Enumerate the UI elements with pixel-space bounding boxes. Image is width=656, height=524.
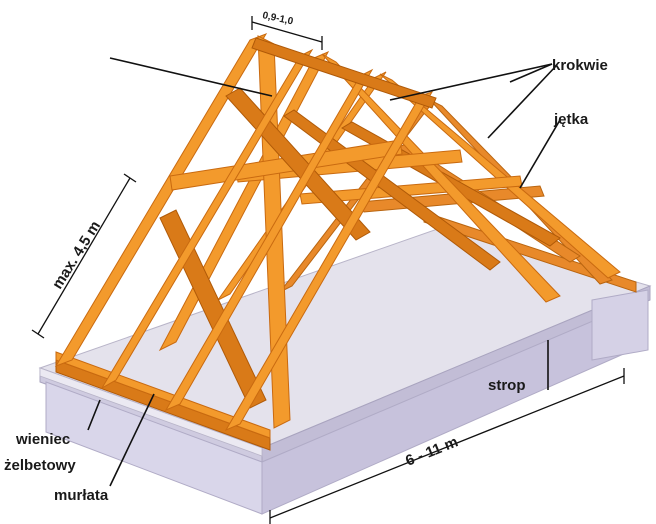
dimension-spacing-label: 0,9-1,0 [261,10,294,27]
label-collar-beam: jętka [553,111,589,128]
label-wall-plate: murłata [54,487,109,504]
label-ceiling: strop [488,377,526,394]
label-rafters: krokwie [552,57,608,74]
leader-collar [519,119,561,189]
leader-rafters-2 [389,63,553,101]
leader-wall-plate [109,393,155,487]
leader-rafters-3 [487,65,557,139]
dimension-rafter-length [31,173,137,339]
leader-lines [87,57,561,487]
leader-top-left [109,57,273,97]
dimension-span [269,368,625,524]
ridge-beam [251,37,437,109]
truss-front-extra [100,48,434,432]
label-ring-beam-1: wieniec [15,431,70,448]
dimension-rafter-length-label: max. 4,5 m [49,218,104,292]
leader-rafters-1 [509,63,553,83]
leader-ring-beam [87,399,101,431]
label-ring-beam-2: żelbetowy [4,457,76,474]
dimension-spacing [251,16,323,50]
ceiling-slab [38,225,652,515]
